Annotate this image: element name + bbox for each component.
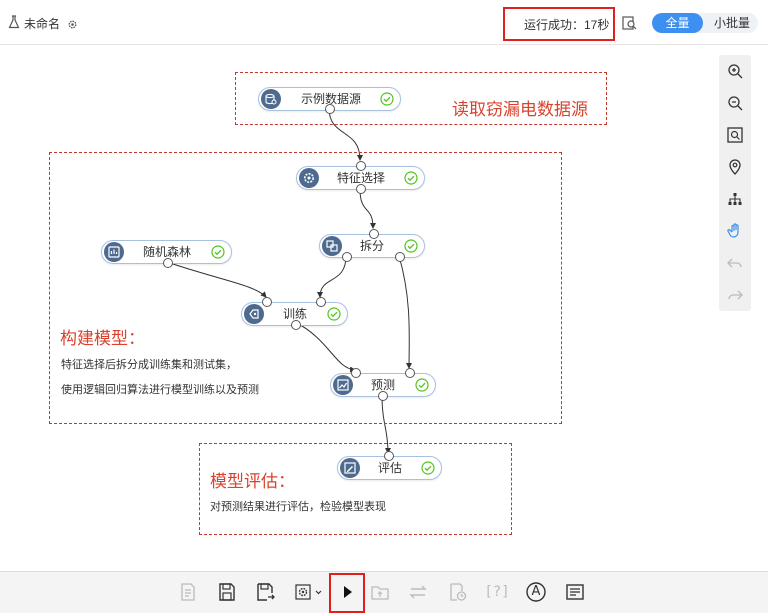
port-train-out[interactable] <box>291 320 301 330</box>
settings-icon[interactable] <box>292 580 326 604</box>
annotation-evaluate-line1: 对预测结果进行评估，检验模型表现 <box>210 501 386 513</box>
group-build-model <box>49 152 562 424</box>
layout-tree-icon[interactable] <box>723 187 747 211</box>
pan-hand-icon[interactable] <box>723 219 747 243</box>
export-icon[interactable] <box>368 580 392 604</box>
node-forest-label: 随机森林 <box>142 245 191 259</box>
port-datasource-out[interactable] <box>325 104 335 114</box>
train-icon <box>244 304 264 324</box>
workflow-canvas[interactable] <box>0 45 768 571</box>
port-evaluate-in[interactable] <box>384 451 394 461</box>
database-icon <box>261 89 281 109</box>
swap-icon[interactable] <box>406 580 430 604</box>
annotation-build-line2: 使用逻辑回归算法进行模型训练以及预测 <box>61 384 259 396</box>
annotation-evaluate-title: 模型评估： <box>210 472 295 491</box>
port-predict-in-model[interactable] <box>351 368 361 378</box>
bottom-toolbar: [?] A <box>0 571 768 613</box>
node-split-label: 拆分 <box>359 239 384 253</box>
save-icon[interactable] <box>215 580 239 604</box>
run-icon[interactable] <box>335 580 359 604</box>
flask-icon <box>8 15 20 29</box>
success-check-icon <box>211 245 225 259</box>
fit-view-icon[interactable] <box>723 123 747 147</box>
success-check-icon <box>327 307 341 321</box>
log-icon[interactable] <box>563 580 587 604</box>
document-icon[interactable] <box>176 580 200 604</box>
mode-full-button[interactable]: 全量 <box>652 13 703 33</box>
port-split-out-test[interactable] <box>395 252 405 262</box>
group-read-datasource <box>235 72 607 125</box>
document-title[interactable]: 未命名 <box>24 17 61 31</box>
node-datasource-label: 示例数据源 <box>300 92 361 106</box>
annotation-read-title: 读取窃漏电数据源 <box>452 100 588 119</box>
chart-icon <box>333 375 353 395</box>
gear-icon <box>299 168 319 188</box>
success-check-icon <box>415 378 429 392</box>
run-mode-toggle: 全量 小批量 <box>652 13 758 33</box>
canvas-toolbar <box>719 55 751 311</box>
view-log-icon[interactable] <box>621 15 637 31</box>
annotation-build-line1: 特征选择后拆分成训练集和测试集， <box>61 359 237 371</box>
font-icon[interactable]: A <box>524 580 548 604</box>
mode-batch-button[interactable]: 小批量 <box>713 16 750 30</box>
success-check-icon <box>421 461 435 475</box>
port-split-in[interactable] <box>369 229 379 239</box>
node-predict-label: 预测 <box>370 378 395 392</box>
save-as-icon[interactable] <box>253 580 277 604</box>
port-predict-out[interactable] <box>378 391 388 401</box>
success-check-icon <box>404 239 418 253</box>
edit-icon <box>340 458 360 478</box>
group-evaluate-model <box>199 443 512 535</box>
success-check-icon <box>404 171 418 185</box>
zoom-out-icon[interactable] <box>723 91 747 115</box>
port-train-in-model[interactable] <box>262 297 272 307</box>
node-evaluate-label: 评估 <box>377 461 402 475</box>
node-feature-label: 特征选择 <box>336 171 385 185</box>
split-icon <box>322 236 342 256</box>
port-forest-out[interactable] <box>163 258 173 268</box>
port-split-out-train[interactable] <box>342 252 352 262</box>
settings-gear-icon[interactable] <box>67 17 78 29</box>
locate-icon[interactable] <box>723 155 747 179</box>
model-icon <box>104 242 124 262</box>
port-feature-out[interactable] <box>356 184 366 194</box>
run-status-text: 运行成功：17秒 <box>524 18 610 32</box>
port-predict-in-data[interactable] <box>405 368 415 378</box>
undo-icon[interactable] <box>723 251 747 275</box>
redo-icon[interactable] <box>723 283 747 307</box>
node-train-label: 训练 <box>282 307 307 321</box>
port-train-in-data[interactable] <box>316 297 326 307</box>
port-feature-in[interactable] <box>356 161 366 171</box>
annotation-build-title: 构建模型： <box>60 329 145 348</box>
success-check-icon <box>380 92 394 106</box>
run-status-highlight <box>503 7 615 41</box>
top-header: 未命名 运行成功：17秒 全量 小批量 <box>0 0 768 45</box>
zoom-in-icon[interactable] <box>723 59 747 83</box>
font-icon-letter: A <box>531 584 541 599</box>
schedule-icon[interactable] <box>445 580 469 604</box>
help-icon[interactable]: [?] <box>484 584 510 600</box>
